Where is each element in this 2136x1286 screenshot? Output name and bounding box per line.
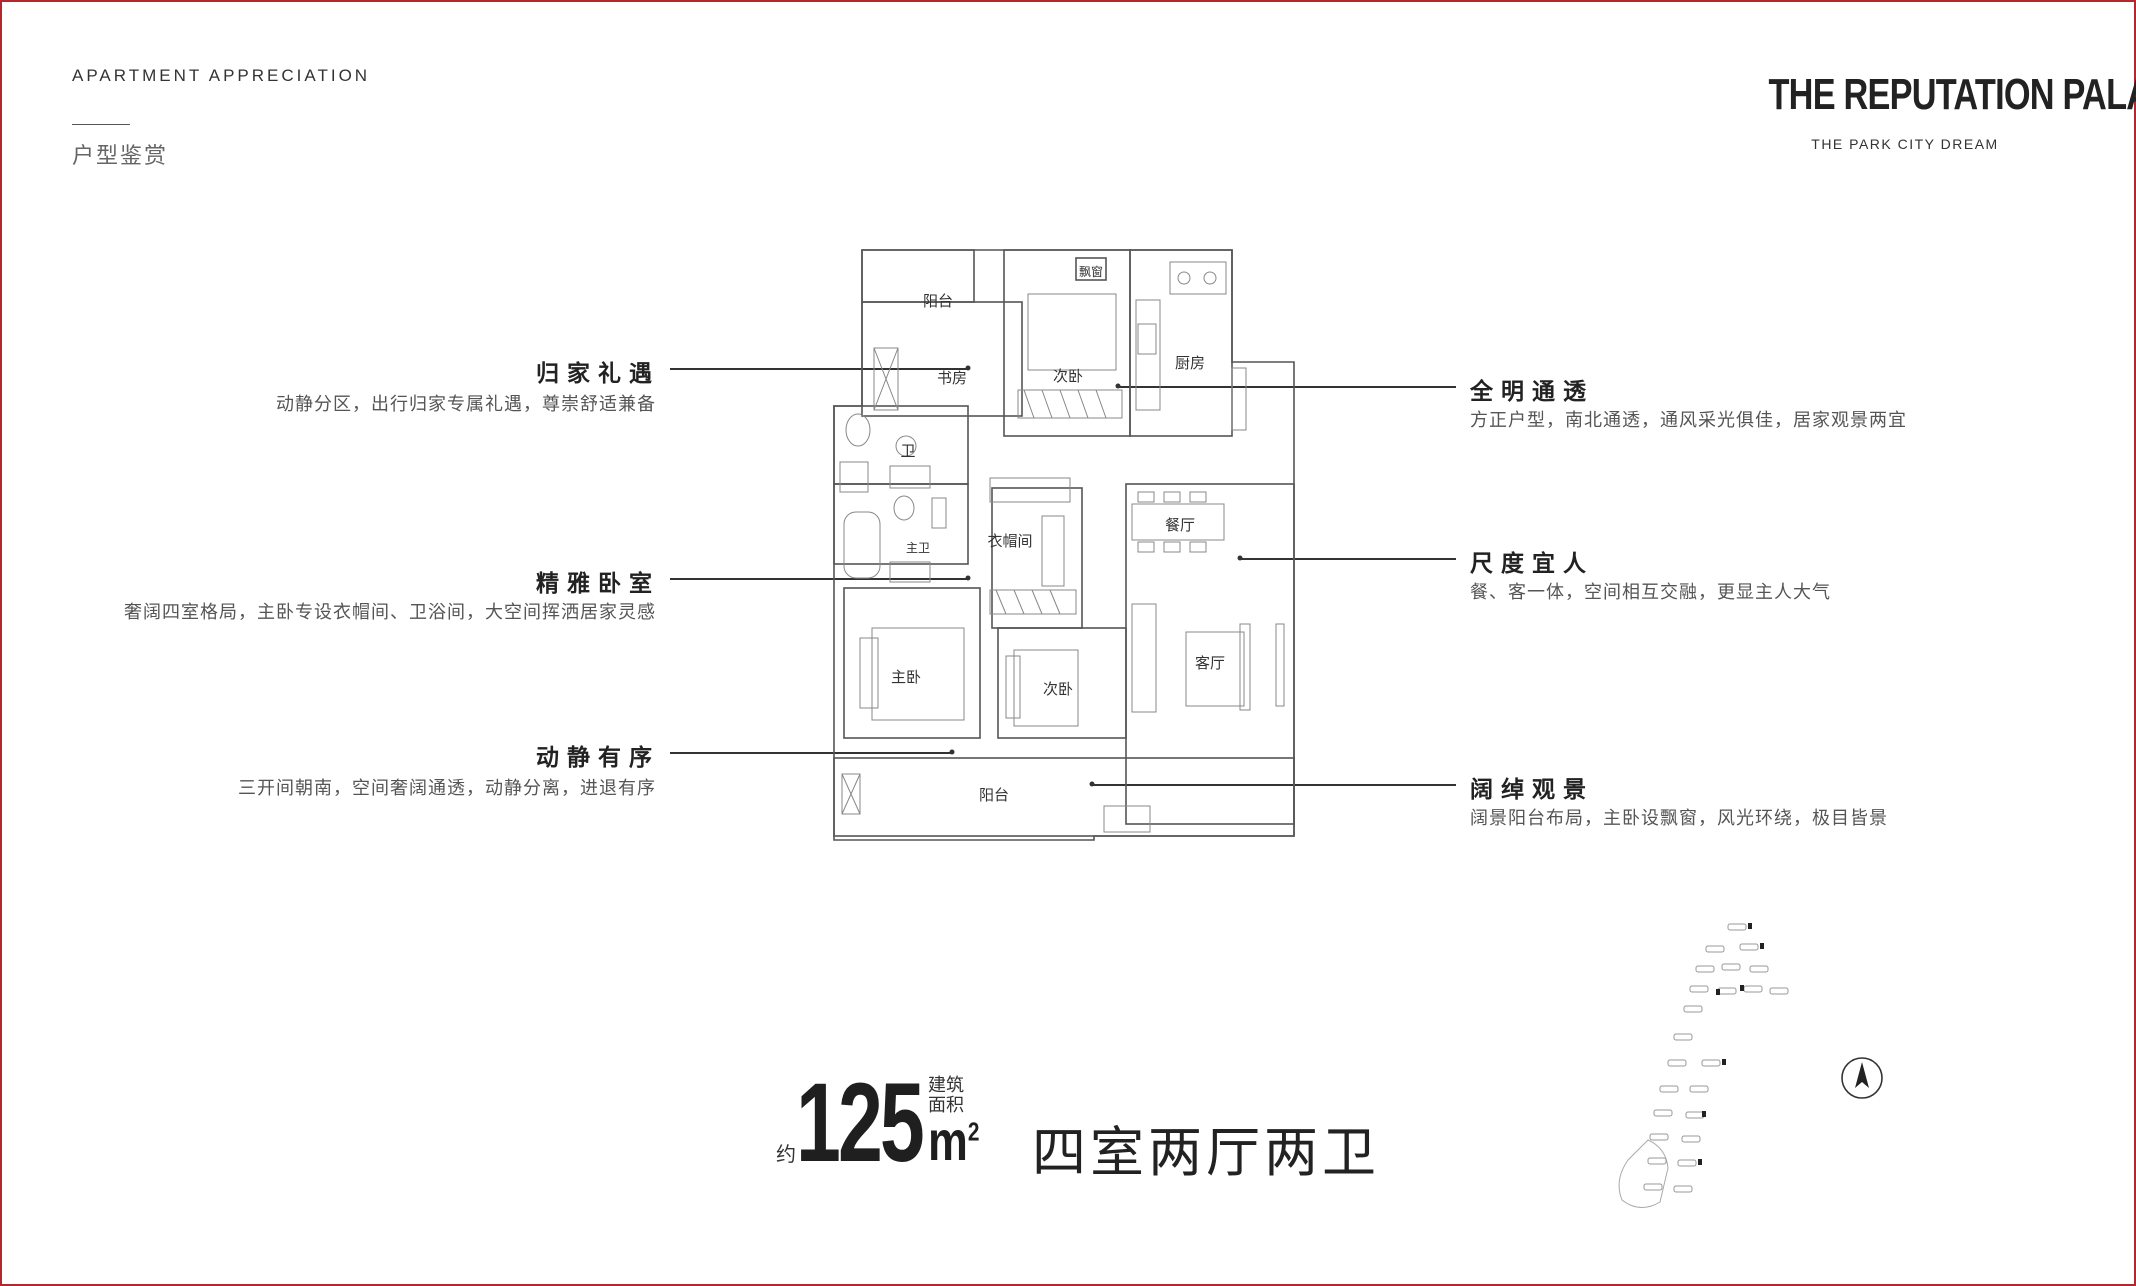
feature-title-right-1: 全明通透 [1470,379,1594,405]
room-label-bedroom-s: 次卧 [1043,680,1073,698]
north-arrow-icon [1841,1057,1883,1099]
feature-desc-left-1: 动静分区，出行归家专属礼遇，尊崇舒适兼备 [276,394,656,415]
bay-window-frame [1075,257,1107,281]
feature-title-left-1: 归家礼遇 [536,361,660,387]
brand-name: THE REPUTATION PALACE [1768,70,2136,119]
wall-master-bed [843,587,981,739]
feature-desc-left-2: 奢阔四室格局，主卧专设衣帽间、卫浴间，大空间挥洒居家灵感 [124,602,656,623]
floor-plan: 阳台 书房 飘窗 次卧 厨房 卫 主卫 衣帽间 餐厅 客厅 主卧 次卧 阳台 [833,249,1295,841]
area-prefix: 约 [776,1142,796,1166]
wall-closet [991,487,1083,629]
feature-title-right-2: 尺度宜人 [1470,551,1594,577]
room-label-study: 书房 [937,369,967,387]
leader-line-right-2 [1240,558,1456,560]
wall-master-bath [833,483,969,565]
layout-name: 四室两厅两卫 [1032,1121,1380,1184]
leader-line-right-3 [1092,784,1456,786]
header-divider [72,124,130,125]
room-label-balcony-s: 阳台 [979,786,1009,804]
wall-bedroom-n [1003,249,1131,437]
area-unit: m2 [928,1109,980,1172]
feature-desc-right-1: 方正户型，南北通透，通风采光俱佳，居家观景两宜 [1470,410,1907,431]
room-label-kitchen: 厨房 [1175,354,1205,372]
wall-study [861,301,1023,417]
header-title-cn: 户型鉴赏 [72,144,169,169]
leader-line-left-3 [670,752,952,754]
room-label-bath: 卫 [900,442,915,460]
leader-line-left-2 [670,578,968,580]
feature-title-right-3: 阔绰观景 [1470,777,1594,803]
area-label-line2: 面积 [928,1095,964,1116]
room-label-master-bed: 主卧 [891,668,921,686]
feature-desc-right-2: 餐、客一体，空间相互交融，更显主人大气 [1470,582,1831,603]
wall-kitchen [1129,249,1233,437]
room-label-dining: 餐厅 [1165,516,1195,534]
wall-balcony-s [833,757,1295,837]
feature-desc-left-3: 三开间朝南，空间奢阔通透，动静分离，进退有序 [238,778,656,799]
leader-line-right-1 [1118,386,1456,388]
feature-desc-right-3: 阔景阳台布局，主卧设飘窗，风光环绕，极目皆景 [1470,808,1888,829]
room-label-balcony-n: 阳台 [923,292,953,310]
brand-tagline: THE PARK CITY DREAM [1811,136,1999,152]
room-label-living: 客厅 [1195,654,1225,672]
room-label-bay-window: 飘窗 [1079,265,1103,279]
room-label-master-bath: 主卫 [906,541,930,555]
leader-line-left-1 [670,368,968,370]
area-value: 125 [796,1060,925,1185]
header-title-en: APARTMENT APPRECIATION [72,66,371,85]
wall-bedroom-s [997,627,1127,739]
room-label-bedroom-n: 次卧 [1053,367,1083,385]
feature-title-left-2: 精雅卧室 [536,571,660,597]
site-plan-icon [1618,923,1789,1208]
area-label-line1: 建筑 [928,1075,964,1096]
feature-title-left-3: 动静有序 [536,745,660,771]
room-label-closet: 衣帽间 [987,532,1032,550]
wall-balcony-n [861,249,975,303]
